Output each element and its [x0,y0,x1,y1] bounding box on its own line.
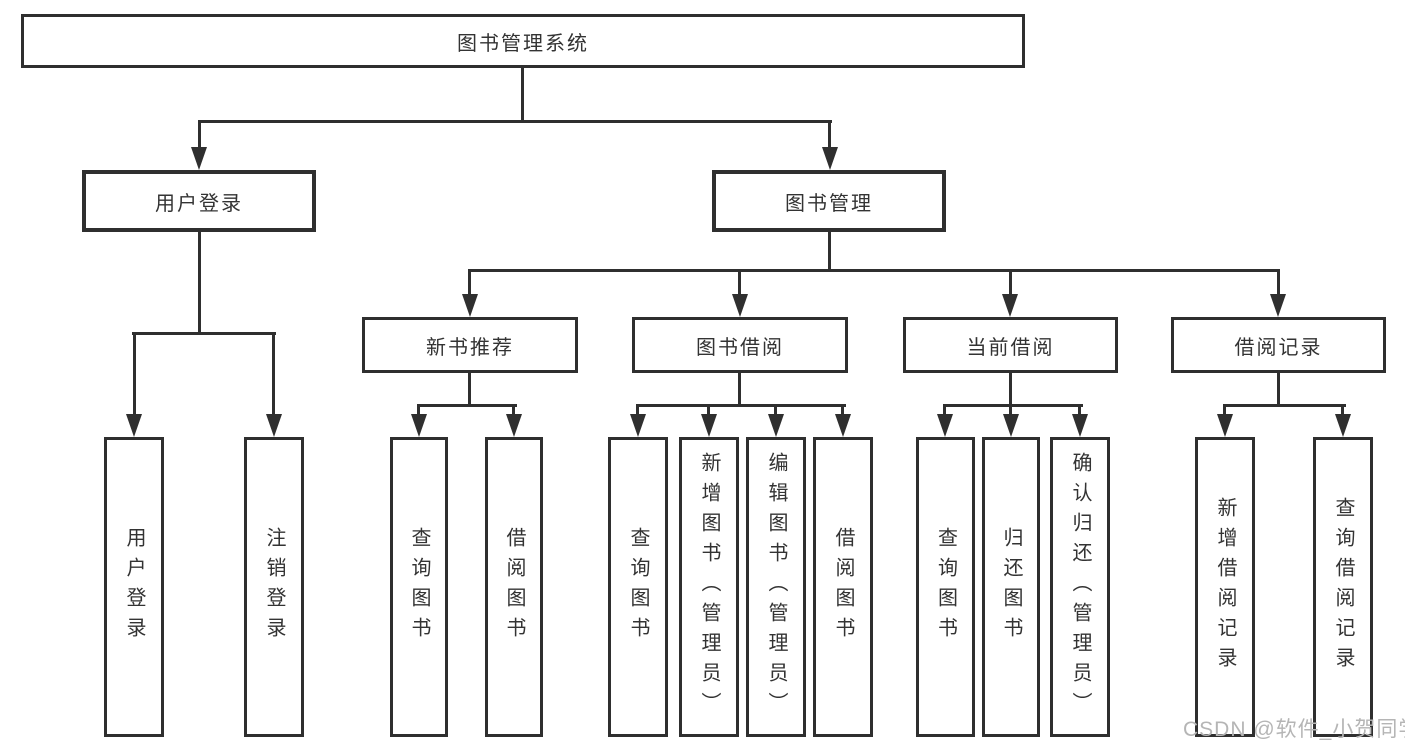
connector-vline [636,404,639,416]
connector-arrowhead [266,414,282,437]
connector-arrowhead [835,414,851,437]
connector-arrowhead [822,147,838,170]
node-leaf-add-books-admin: 新增图书（管理员） [679,437,739,737]
connector-vline [1277,269,1280,297]
connector-vline [738,373,741,407]
connector-vline [521,68,524,122]
connector-arrowhead [191,147,207,170]
connector-arrowhead [732,294,748,317]
node-leaf-query-borrow-record: 查询借阅记录 [1313,437,1373,737]
connector-arrowhead [1270,294,1286,317]
node-book-management-branch: 图书管理 [712,170,946,232]
connector-hline [636,404,846,407]
connector-hline [132,332,276,335]
connector-vline [774,404,777,416]
node-book-borrowing: 图书借阅 [632,317,848,373]
connector-hline [1223,404,1346,407]
connector-hline [468,269,1280,272]
connector-vline [417,404,420,416]
node-leaf-borrow-books-recommend: 借阅图书 [485,437,543,737]
connector-vline [198,232,201,335]
node-leaf-borrow-books: 借阅图书 [813,437,873,737]
connector-arrowhead [411,414,427,437]
node-leaf-add-borrow-record: 新增借阅记录 [1195,437,1255,737]
connector-vline [1009,373,1012,407]
connector-vline [828,120,831,148]
node-leaf-return-books: 归还图书 [982,437,1040,737]
connector-arrowhead [1072,414,1088,437]
connector-vline [1078,404,1081,416]
connector-vline [198,120,201,148]
node-leaf-query-books-recommend: 查询图书 [390,437,448,737]
node-leaf-logout: 注销登录 [244,437,304,737]
connector-hline [943,404,1083,407]
connector-arrowhead [630,414,646,437]
connector-vline [272,332,275,418]
connector-vline [1277,373,1280,407]
node-current-borrowing: 当前借阅 [903,317,1118,373]
connector-vline [943,404,946,416]
connector-arrowhead [937,414,953,437]
connector-arrowhead [1335,414,1351,437]
connector-vline [738,269,741,297]
connector-vline [512,404,515,416]
node-user-login-branch: 用户登录 [82,170,316,232]
node-leaf-confirm-return-admin: 确认归还（管理员） [1050,437,1110,737]
connector-arrowhead [506,414,522,437]
node-leaf-query-books-borrow: 查询图书 [608,437,668,737]
connector-vline [828,232,831,272]
connector-vline [468,269,471,297]
node-leaf-query-books-current: 查询图书 [916,437,975,737]
connector-arrowhead [126,414,142,437]
node-new-book-recommend: 新书推荐 [362,317,578,373]
connector-arrowhead [1002,294,1018,317]
connector-vline [133,332,136,418]
node-leaf-edit-books-admin: 编辑图书（管理员） [746,437,806,737]
node-borrowing-records: 借阅记录 [1171,317,1386,373]
connector-vline [841,404,844,416]
node-leaf-user-login: 用户登录 [104,437,164,737]
connector-vline [1009,269,1012,297]
connector-arrowhead [1003,414,1019,437]
csdn-watermark: CSDN @软件_小贺同学 [1183,718,1405,741]
connector-hline [198,120,832,123]
connector-arrowhead [462,294,478,317]
node-library-management-system: 图书管理系统 [21,14,1025,68]
connector-arrowhead [1217,414,1233,437]
connector-vline [468,373,471,407]
connector-vline [707,404,710,416]
connector-arrowhead [701,414,717,437]
connector-hline [417,404,517,407]
connector-vline [1223,404,1226,416]
connector-vline [1009,404,1012,416]
connector-arrowhead [768,414,784,437]
connector-vline [1341,404,1344,416]
